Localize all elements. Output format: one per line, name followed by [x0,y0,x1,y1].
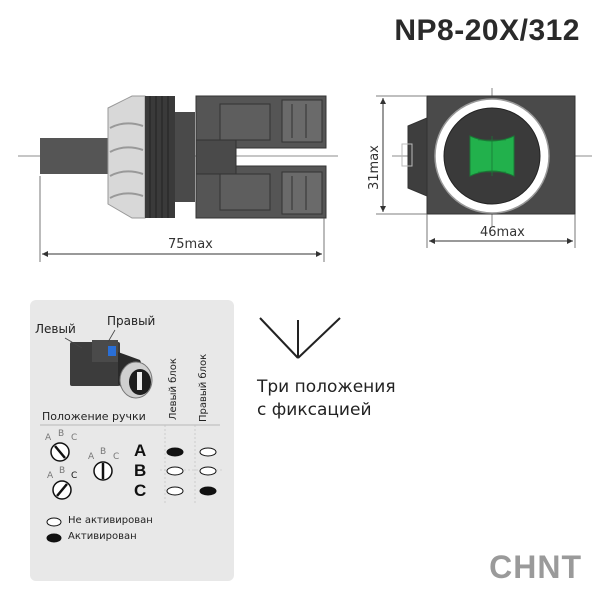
legend-active: Активирован [68,531,137,542]
state-a-left-block [166,447,184,457]
description-line-1: Три положения [257,377,396,397]
handle-position-label: Положение ручки [42,410,146,423]
state-a-right-block [199,447,217,457]
height-dimension-label: 31max [367,145,382,190]
front-view [392,88,592,226]
description-line-2: с фиксацией [257,400,372,420]
dial-b-letter-b: B [100,447,107,457]
rotation-arrows-icon [259,317,341,359]
right-label: Правый [107,314,156,328]
dial-a-letter-c: C [71,433,78,443]
contact-block [195,95,327,219]
handle-cap [107,95,146,219]
dial-a-letter-a: A [45,433,52,443]
dial-b-letter-a: A [88,452,95,462]
row-label-c: C [134,481,147,500]
left-label: Левый [35,322,76,336]
legend-inactive-symbol [46,517,62,527]
state-b-left-block [166,466,184,476]
description: Три положения с фиксацией [257,376,396,422]
dial-position-a [50,442,70,462]
switch-photo [70,340,153,399]
legend-inactive: Не активирован [68,515,153,526]
width-dimension-label: 46max [480,225,525,240]
state-b-right-block [199,466,217,476]
shaft [40,138,108,174]
row-label-a: A [134,441,147,460]
dial-c-letter-a: A [47,471,54,481]
state-cells [166,447,217,496]
state-c-left-block [166,486,184,496]
dial-position-b [93,461,113,481]
brand-logo: CHNT [489,549,582,585]
dial-a-letter-b: B [58,429,65,439]
row-label-b: B [134,461,147,480]
dial-c-letter-c: C [71,471,78,481]
col-left-block: Левый блок [168,358,179,420]
bezel-ring [145,96,195,218]
model-title: NP8-20X/312 [394,14,580,47]
dial-position-c [52,480,72,500]
col-right-block: Правый блок [198,353,209,422]
dial-b-letter-c: C [113,452,120,462]
switching-diagram-panel [30,300,234,581]
legend-active-symbol [46,533,62,543]
length-dimension-label: 75max [168,237,213,252]
state-c-right-block [199,486,217,496]
dial-c-letter-b: B [59,466,66,476]
